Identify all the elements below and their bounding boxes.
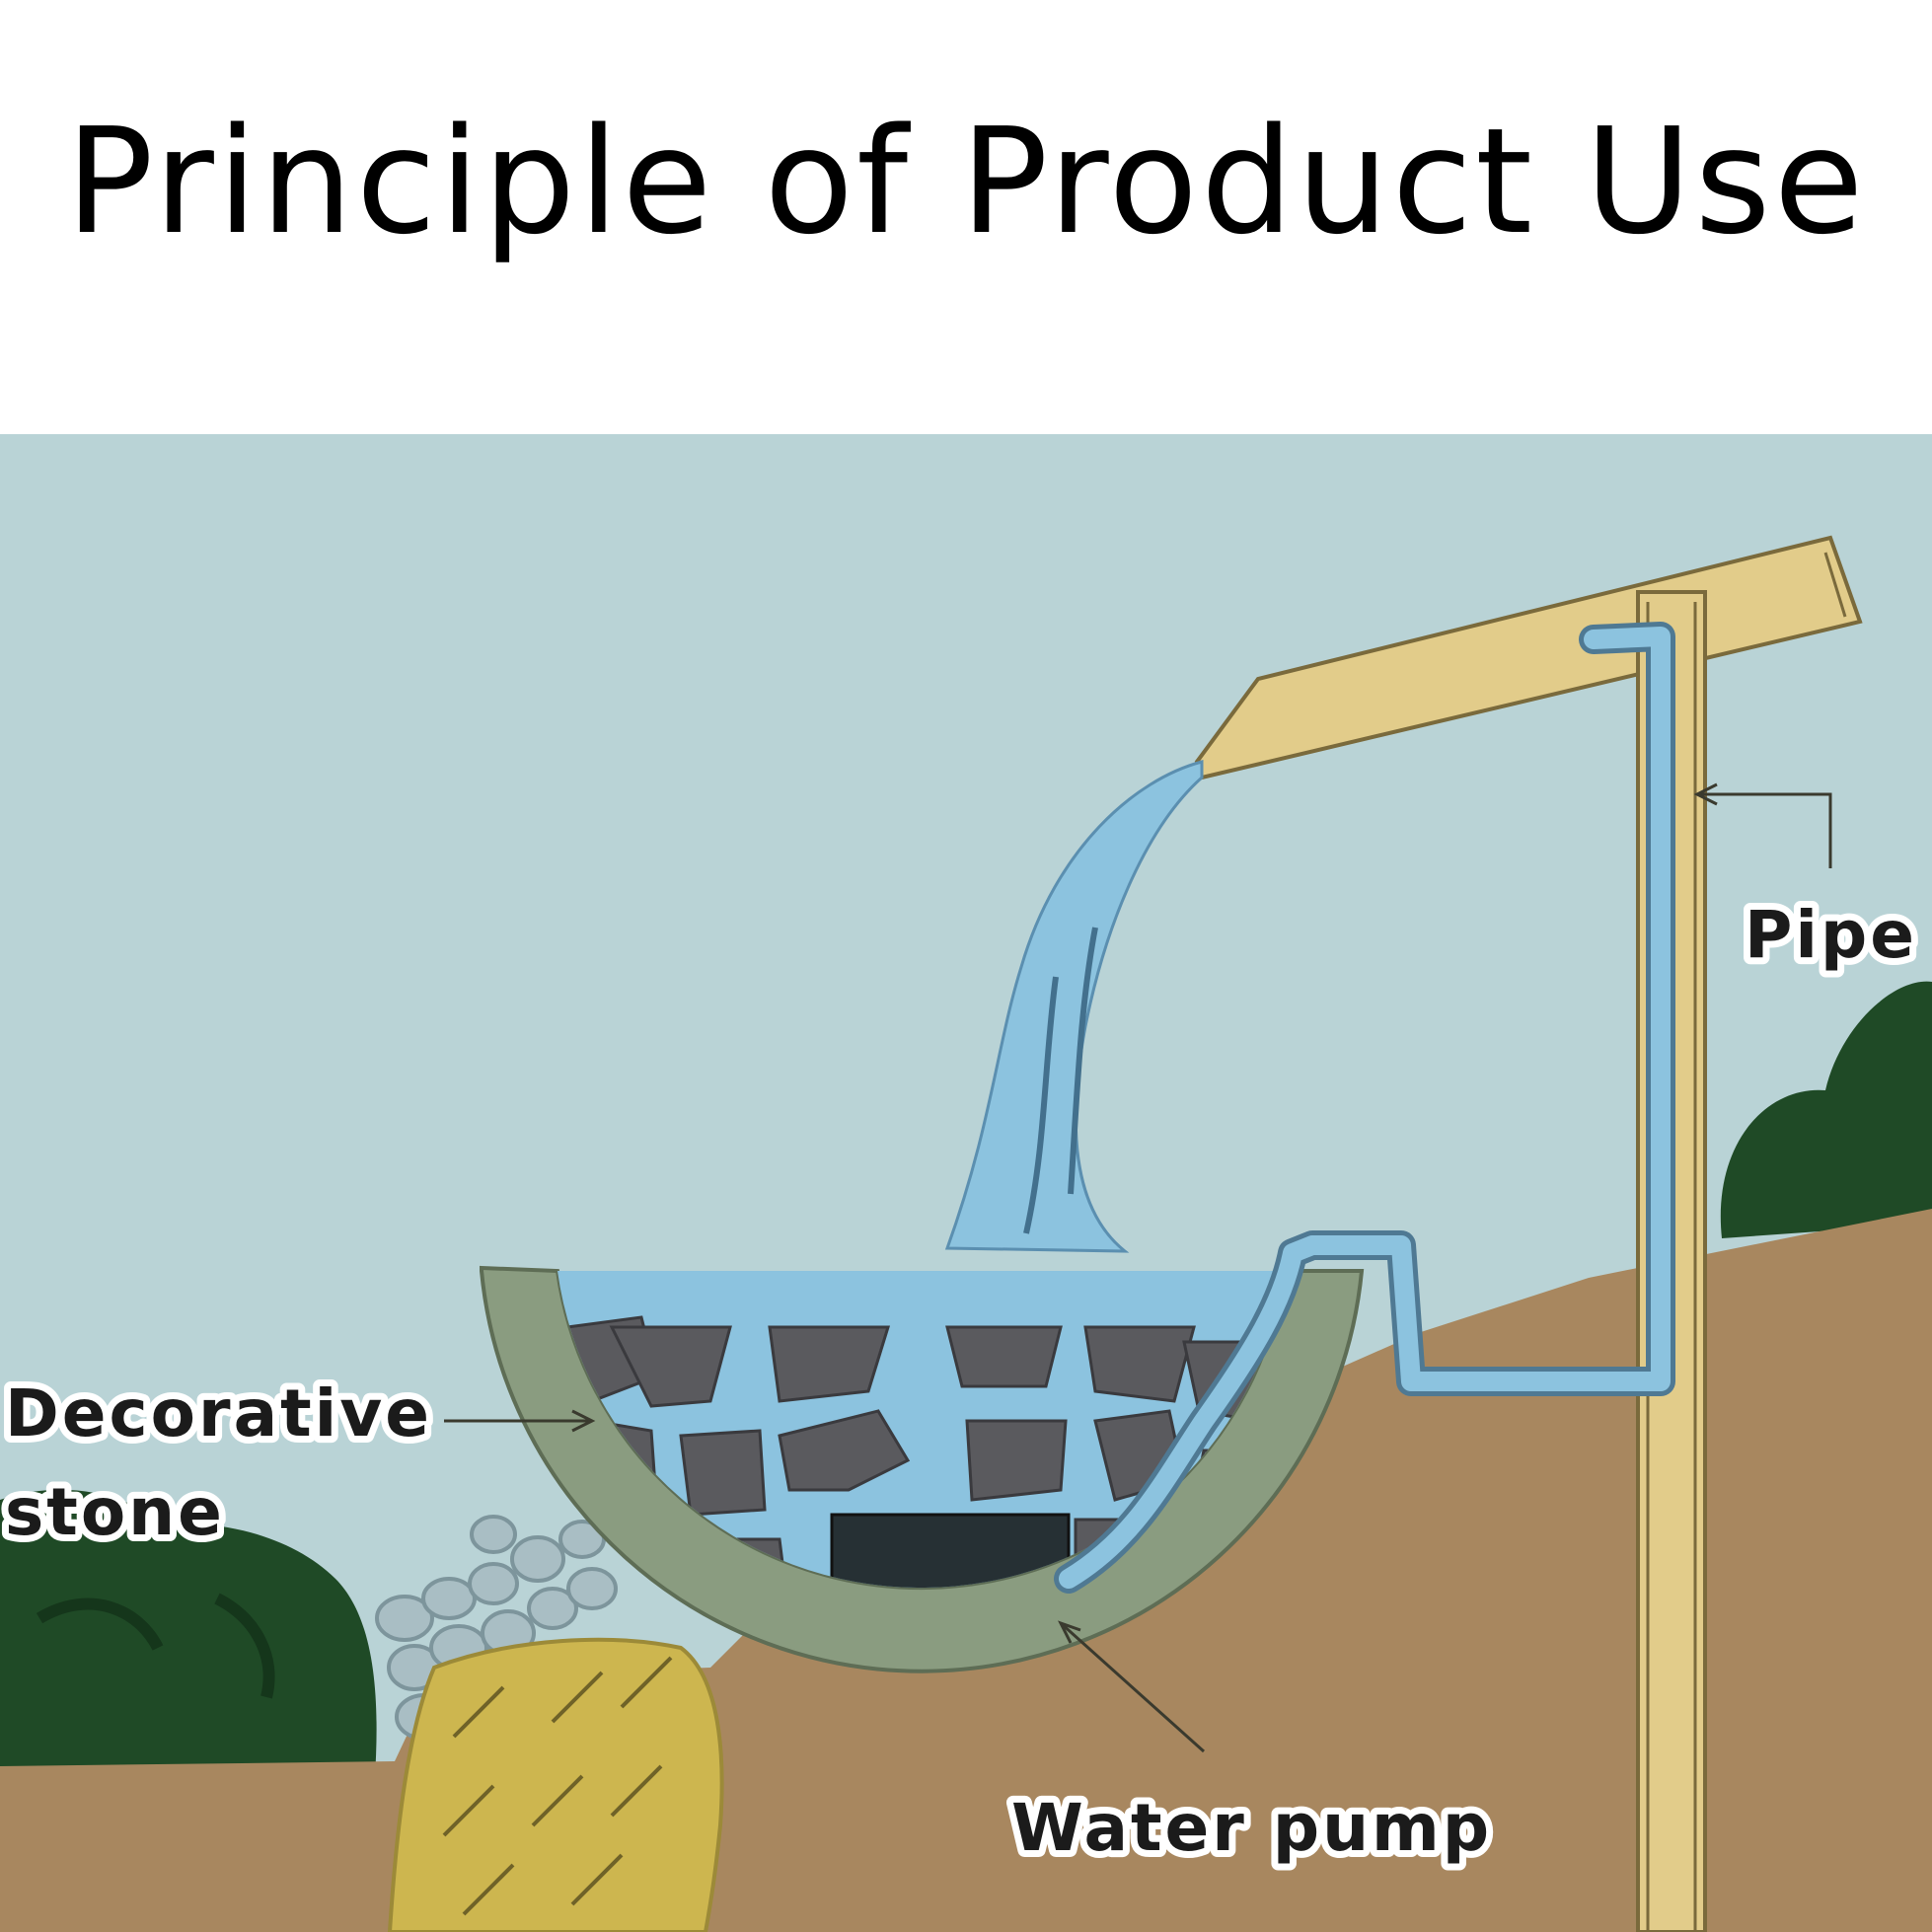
bush-right (1720, 981, 1932, 1238)
water-pipe-fill (1059, 627, 1671, 1589)
page-title: Principle of Product Use (65, 97, 1867, 266)
label-pipe: Pipe (1745, 897, 1917, 973)
chute-edge (1823, 552, 1847, 618)
decorative-stone-pointer-arrow (571, 1409, 596, 1433)
bush-left (0, 1489, 377, 1776)
support-rock-hatching (442, 1656, 673, 1916)
pipe-pointer-arrow (1693, 782, 1718, 806)
label-decorative-stone-line1: Decorative (5, 1375, 432, 1451)
water-stream (944, 760, 1204, 1253)
water-pump-pointer (1059, 1621, 1206, 1753)
label-decorative-stone-line2: stone (5, 1474, 225, 1550)
pointer-lines (444, 782, 1832, 1753)
bush-left-shadow (36, 1593, 275, 1699)
water-stream-streak (1023, 927, 1098, 1234)
label-water-pump: Water pump (1011, 1790, 1492, 1866)
pipe-pointer (1697, 792, 1832, 868)
water-pump-pointer-arrow (1058, 1620, 1081, 1644)
support-rock (387, 1637, 724, 1932)
